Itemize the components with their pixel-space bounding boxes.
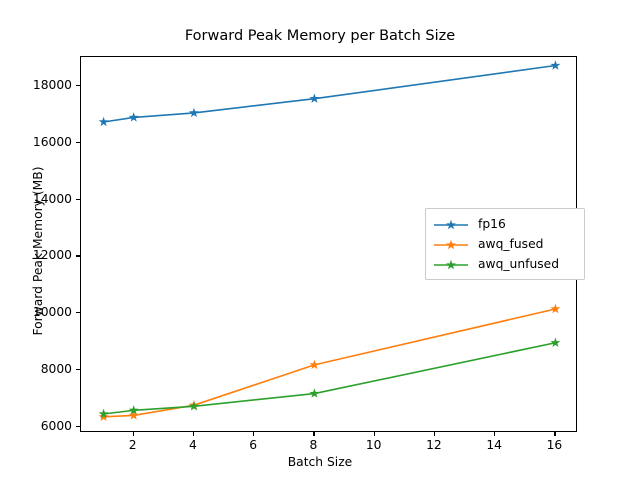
chart-legend: fp16 awq_fused awq_unfused [425, 208, 585, 280]
legend-label: awq_fused [478, 237, 544, 251]
legend-swatch-fp16 [432, 217, 470, 231]
series-marker-awq_fused [98, 411, 109, 422]
plot-svg [98, 60, 561, 422]
y-tick-mark [76, 141, 80, 144]
y-tick-label: 18000 [32, 78, 72, 93]
x-tick-mark [373, 432, 375, 436]
y-tick-mark [76, 198, 80, 200]
y-tick-mark [76, 369, 80, 371]
x-tick-mark [433, 432, 436, 436]
y-tick-mark [76, 255, 80, 257]
y-tick-label: 12000 [32, 248, 72, 263]
y-tick-mark [76, 312, 80, 314]
y-tick-mark [76, 85, 80, 87]
y-tick-label: 14000 [32, 191, 72, 206]
x-tick-mark [313, 432, 315, 436]
series-marker-awq_unfused [128, 405, 139, 415]
x-tick-mark [132, 432, 134, 436]
series-marker-awq_fused [309, 359, 320, 370]
legend-label: fp16 [478, 217, 506, 231]
series-marker-awq_unfused [550, 337, 561, 347]
y-tick-mark [76, 425, 80, 427]
legend-item-awq_unfused[interactable]: awq_unfused [432, 254, 578, 274]
x-tick-label: 4 [189, 438, 197, 452]
x-tick-mark [554, 432, 556, 436]
x-tick-mark [494, 432, 496, 436]
x-tick-mark [192, 432, 195, 436]
series-marker-awq_unfused [98, 408, 109, 419]
y-tick-label: 10000 [32, 305, 72, 320]
legend-item-awq_fused[interactable]: awq_fused [432, 234, 578, 254]
series-marker-fp16 [189, 107, 199, 118]
series-marker-awq_fused [550, 303, 561, 314]
x-tick-label: 16 [546, 438, 563, 452]
y-tick-label: 6000 [40, 418, 72, 433]
series-layer [98, 60, 561, 422]
series-marker-fp16 [550, 60, 561, 70]
legend-swatch-awq_fused [432, 237, 470, 251]
x-tick-label: 10 [365, 438, 382, 452]
y-tick-label: 8000 [40, 362, 72, 376]
x-tick-label: 8 [309, 438, 318, 452]
series-line-fp16 [102, 64, 557, 123]
y-axis-label: Forward Peak Memory (MB) [31, 166, 45, 336]
series-marker-awq_unfused [309, 388, 320, 398]
series-marker-awq_fused [128, 410, 139, 420]
legend-item-fp16[interactable]: fp16 [432, 214, 578, 234]
series-marker-fp16 [309, 93, 320, 103]
series-line-awq_unfused [102, 341, 557, 415]
x-tick-mark [253, 432, 255, 436]
x-tick-label: 12 [426, 438, 442, 452]
chart-title: Forward Peak Memory per Batch Size [184, 28, 456, 44]
legend-swatch-awq_unfused [432, 257, 470, 271]
series-marker-fp16 [128, 112, 139, 122]
x-tick-label: 14 [486, 438, 502, 452]
legend-label: awq_unfused [478, 257, 560, 271]
x-axis-label: Batch Size [287, 455, 353, 469]
series-marker-fp16 [98, 116, 109, 127]
series-line-awq_fused [102, 308, 557, 418]
y-tick-label: 16000 [32, 134, 72, 149]
x-tick-label: 6 [249, 438, 258, 452]
x-tick-label: 2 [128, 438, 137, 452]
series-marker-awq_unfused [189, 401, 199, 411]
